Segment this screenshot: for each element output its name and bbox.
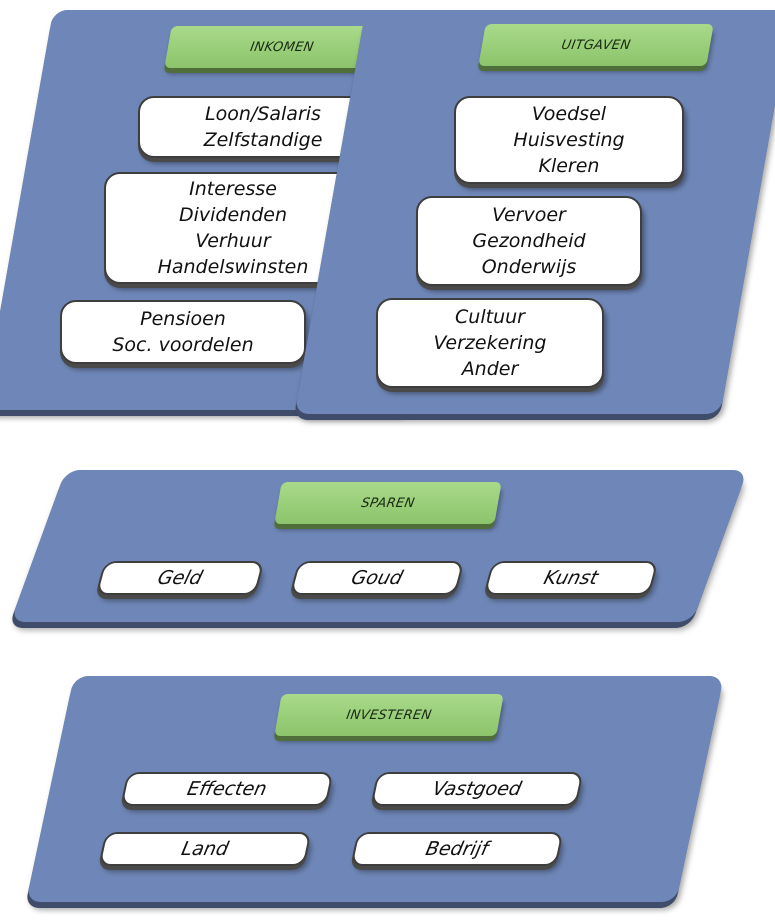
sparen-header: SPAREN bbox=[274, 482, 502, 524]
card-line: Onderwijs bbox=[481, 256, 577, 278]
card-line: Interesse bbox=[189, 178, 277, 200]
card-line: Huisvesting bbox=[513, 129, 625, 151]
card-line: Gezondheid bbox=[472, 230, 586, 252]
investeren-item-bedrijf: Bedrijf bbox=[350, 832, 564, 866]
card-line: Pensioen bbox=[140, 308, 226, 330]
card-line: Cultuur bbox=[455, 306, 525, 328]
sparen-item-kunst: Kunst bbox=[483, 561, 659, 595]
investeren-item-vastgoed: Vastgoed bbox=[370, 772, 584, 806]
uitgaven-header: UITGAVEN bbox=[478, 24, 714, 66]
investeren-header: INVESTEREN bbox=[274, 694, 504, 736]
card-line: Handelswinsten bbox=[157, 256, 309, 278]
card-line: Zelfstandige bbox=[203, 129, 323, 151]
card-line: Kleren bbox=[538, 155, 600, 177]
uitgaven-card-1: Voedsel Huisvesting Kleren bbox=[454, 96, 684, 184]
card-line: Soc. voordelen bbox=[112, 334, 254, 356]
uitgaven-card-3: Cultuur Verzekering Ander bbox=[376, 298, 604, 388]
card-line: Dividenden bbox=[178, 204, 288, 226]
investeren-item-effecten: Effecten bbox=[120, 772, 334, 806]
uitgaven-card-2: Vervoer Gezondheid Onderwijs bbox=[416, 196, 642, 286]
sparen-item-geld: Geld bbox=[95, 561, 265, 595]
card-line: Verzekering bbox=[433, 332, 547, 354]
inkomen-card-3: Pensioen Soc. voordelen bbox=[60, 300, 306, 364]
card-line: Verhuur bbox=[195, 230, 271, 252]
sparen-item-goud: Goud bbox=[289, 561, 465, 595]
card-line: Voedsel bbox=[531, 103, 607, 125]
investeren-item-land: Land bbox=[98, 832, 312, 866]
card-line: Vervoer bbox=[492, 204, 566, 226]
card-line: Loon/Salaris bbox=[205, 103, 321, 125]
card-line: Ander bbox=[461, 358, 519, 380]
